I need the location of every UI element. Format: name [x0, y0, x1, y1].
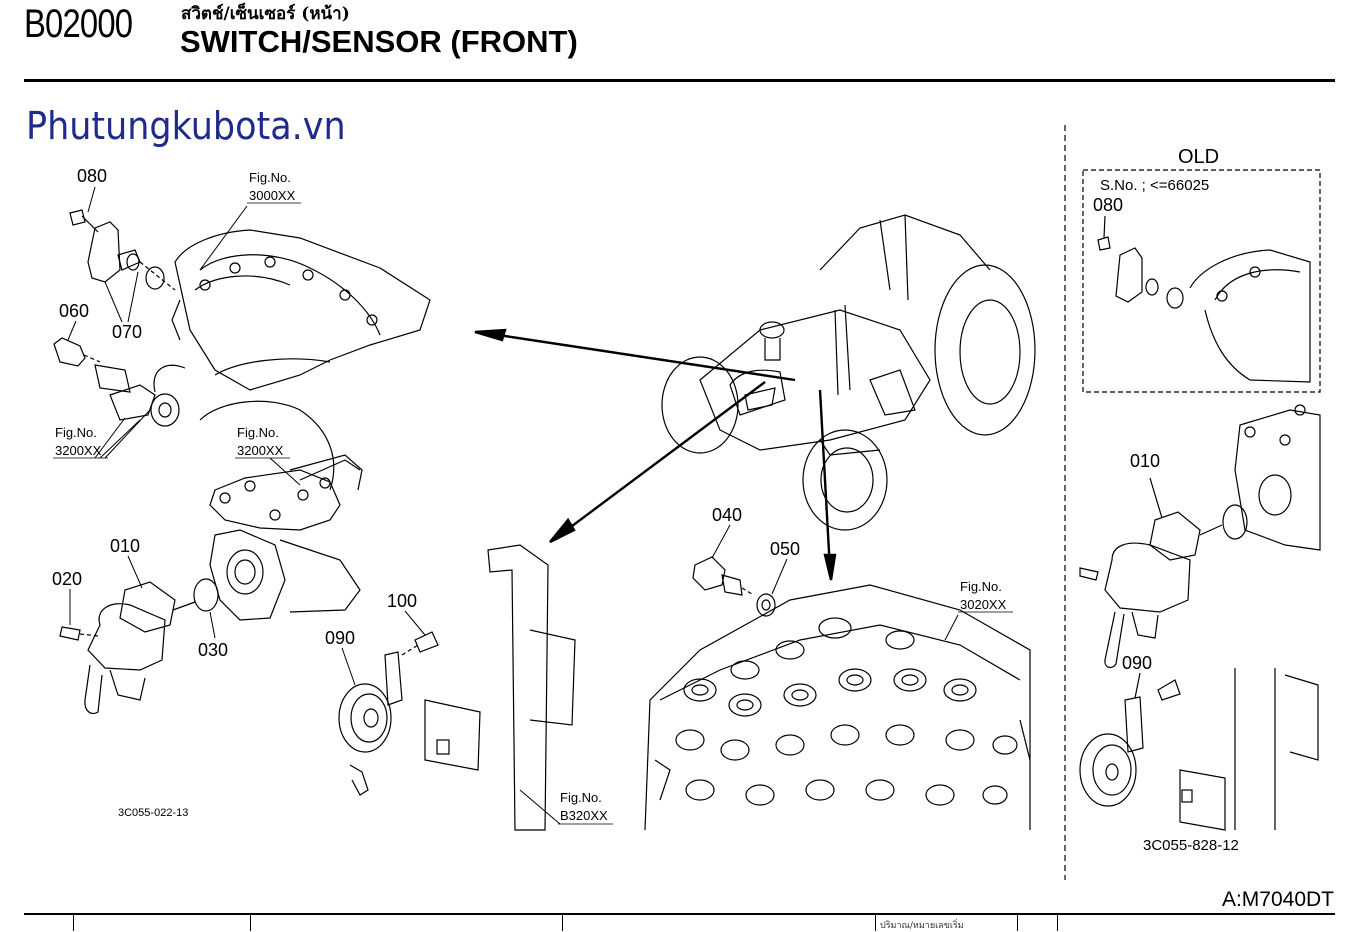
part-labels: 080 070 060 010 020 030 090 100 040 050: [52, 166, 800, 660]
part-label-010: 010: [110, 536, 140, 556]
footer-rule: [24, 913, 1335, 915]
footer-column-divider: [1017, 913, 1018, 931]
fig-ref-label: Fig.No.: [55, 425, 97, 440]
frame-bracket-b320xx-drawing: [424, 544, 576, 831]
leader-lines: [67, 186, 959, 825]
model-code: A:M7040DT: [1221, 888, 1334, 911]
fig-ref-label: Fig.No.: [960, 579, 1002, 594]
footer-column-divider: [562, 913, 563, 931]
fig-ref-number: B320XX: [560, 808, 608, 823]
part-label-100: 100: [387, 591, 417, 611]
footer-column-header: ปริมาณ/หมายเลขเริ่ม: [880, 921, 964, 931]
page-code: B02000: [24, 2, 133, 46]
tractor-drawing: [661, 214, 1036, 531]
part-label-060: 060: [59, 301, 89, 321]
old-panel: OLD S.No. ; <=66025 080 010 090 3C055-82…: [1064, 125, 1321, 880]
sensor-080-070-drawing: [69, 209, 176, 291]
sensor-060-drawing: [53, 337, 186, 427]
fig-ref-number: 3020XX: [960, 597, 1007, 612]
fig-ref-label: Fig.No.: [560, 790, 602, 805]
fig-ref-number: 3000XX: [249, 188, 296, 203]
cylinder-head-drawing: [644, 584, 1031, 831]
engine-housing-drawing: [171, 229, 431, 391]
part-label-080: 080: [77, 166, 107, 186]
part-label-090: 090: [325, 628, 355, 648]
old-panel-title: OLD: [1178, 146, 1219, 168]
fig-references: Fig.No. 3000XX Fig.No. 3200XX Fig.No. 32…: [55, 170, 1007, 823]
fig-ref-number: 3200XX: [237, 443, 284, 458]
page-title-thai: สวิตช์/เซ็นเซอร์ (หน้า): [181, 4, 350, 24]
part-label-020: 020: [52, 569, 82, 589]
part-label-040: 040: [712, 505, 742, 525]
page-title: SWITCH/SENSOR (FRONT): [180, 24, 578, 59]
fig-ref-label: Fig.No.: [237, 425, 279, 440]
footer-column-divider: [73, 913, 74, 931]
old-panel-serial: S.No. ; <=66025: [1100, 177, 1209, 194]
old-part-label-080: 080: [1093, 195, 1123, 215]
header-rule: [24, 79, 1335, 82]
fig-ref-label: Fig.No.: [249, 170, 291, 185]
pump-housing-drawing: [209, 459, 361, 621]
part-label-070: 070: [112, 322, 142, 342]
sensor-040-drawing: [692, 556, 776, 617]
old-part-label-090: 090: [1122, 653, 1152, 673]
watermark: Phutungkubota.vn: [26, 104, 346, 148]
drawing-number: 3C055-022-13: [118, 807, 188, 819]
footer-column-divider: [1057, 913, 1058, 931]
callout-arrows: [474, 328, 837, 581]
horn-090-drawing: [338, 631, 439, 796]
footer-column-divider: [250, 913, 251, 931]
old-part-label-010: 010: [1130, 451, 1160, 471]
old-drawing-number: 3C055-828-12: [1143, 837, 1239, 854]
part-label-050: 050: [770, 539, 800, 559]
fig-ref-underlines: [53, 202, 1013, 825]
bracket-3200xx-drawing: [199, 400, 363, 491]
fig-ref-number: 3200XX: [55, 443, 102, 458]
part-label-030: 030: [198, 640, 228, 660]
solenoid-010-drawing: [59, 578, 219, 715]
footer-column-divider: [875, 913, 876, 931]
